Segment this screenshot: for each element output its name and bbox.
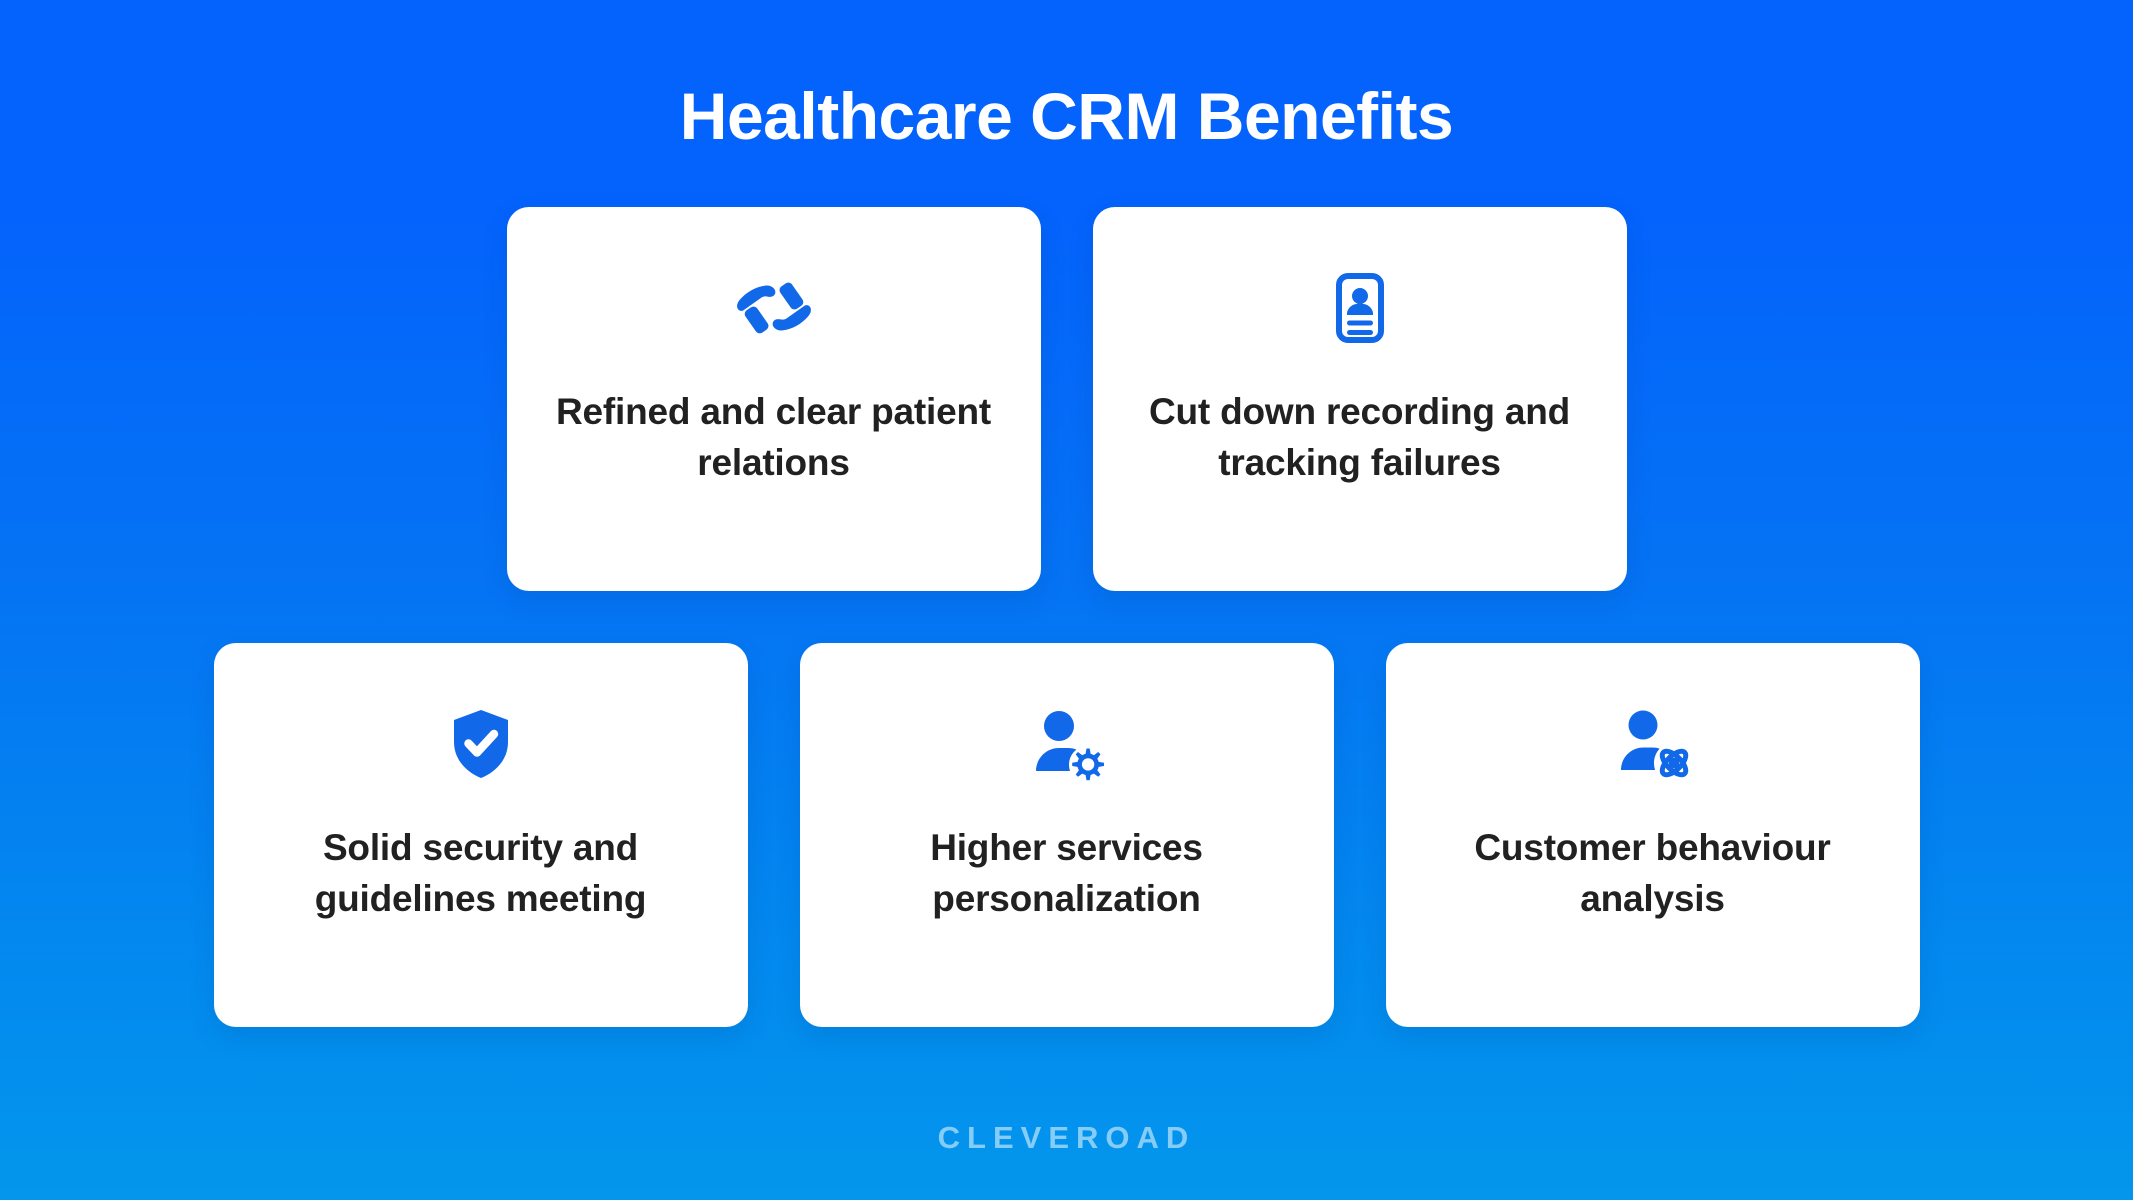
benefit-card-label: Customer behaviour analysis [1474,827,1831,919]
caring-hands-icon [735,269,813,347]
footer: CLEVEROAD [0,1120,2133,1156]
user-atom-icon [1614,705,1692,783]
patient-id-card-icon [1321,269,1399,347]
shield-check-icon [442,705,520,783]
benefit-card-label: Cut down recording and tracking failures [1148,391,1571,483]
benefit-card-customer-behaviour-analysis[interactable]: Customer behaviour analysis [1385,643,1920,1028]
user-gear-icon [1028,705,1106,783]
benefit-row-bottom: Solid security and guidelines meeting Hi… [213,643,1920,1028]
benefit-card-cut-down-recording-failures[interactable]: Cut down recording and tracking failures [1092,207,1627,592]
benefit-card-refined-patient-relations[interactable]: Refined and clear patient relations [506,207,1041,592]
benefit-row-top: Refined and clear patient relations Cut … [506,207,1627,592]
benefit-card-label: Solid security and guidelines meeting [314,827,647,919]
benefit-card-higher-personalization[interactable]: Higher services personalization [799,643,1334,1028]
cleveroad-wordmark: CLEVEROAD [937,1120,1196,1155]
page-title: Healthcare CRM Benefits [679,79,1454,153]
benefit-card-grid: Refined and clear patient relations Cut … [213,207,1920,1028]
benefit-card-label: Higher services personalization [930,827,1203,919]
benefit-card-label: Refined and clear patient relations [556,391,991,483]
benefit-card-solid-security[interactable]: Solid security and guidelines meeting [213,643,748,1028]
